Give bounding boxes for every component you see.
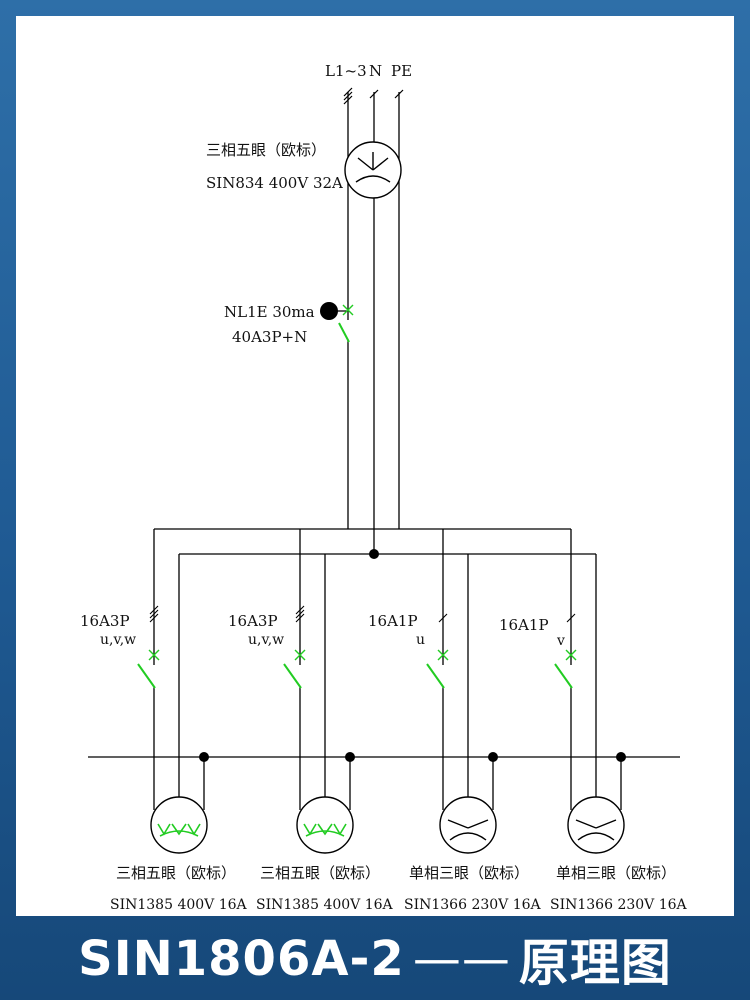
supply-label-n: N: [369, 62, 382, 80]
outlet-symbol-3: [439, 796, 497, 854]
outlet-spec: SIN1366 230V 16A: [550, 897, 688, 913]
outlet-name: 三相五眼（欧标）: [260, 864, 380, 882]
earth-junction-dot: [345, 752, 355, 762]
breaker-phases: u,v,w: [248, 632, 284, 648]
outlet-spec: SIN1385 400V 16A: [256, 897, 394, 913]
outlet-name: 单相三眼（欧标）: [556, 864, 676, 882]
earth-junction-dot: [488, 752, 498, 762]
branch-breaker-1: [137, 605, 160, 689]
footer-model: SIN1806A-2: [78, 931, 405, 987]
breaker-phases: u,v,w: [100, 632, 136, 648]
breaker-phases: u: [416, 632, 425, 648]
diagram-sheet: L1~3 N PE 三相五眼（欧标） SIN834 400V 32A NL1E …: [16, 16, 734, 916]
rcd-model: NL1E 30ma: [224, 303, 315, 321]
footer-title: SIN1806A-2 —— 原理图: [0, 918, 750, 1000]
inlet-socket-symbol: [344, 141, 402, 199]
inlet-spec: SIN834 400V 32A: [206, 174, 343, 192]
rcd-rating: 40A3P+N: [232, 328, 307, 346]
branch-breaker-3: [426, 613, 449, 689]
branch-breaker-2: [283, 605, 306, 689]
rcd-symbol: [320, 302, 354, 343]
inlet-name: 三相五眼（欧标）: [206, 141, 326, 159]
outlet-spec: SIN1385 400V 16A: [110, 897, 248, 913]
earth-junction-dot: [199, 752, 209, 762]
branch-breaker-4: [554, 613, 577, 689]
supply-label-pe: PE: [391, 62, 412, 80]
supply-conductor-ticks: [343, 87, 404, 105]
footer-title-text: 原理图: [518, 934, 672, 992]
breaker-rating: 16A1P: [499, 616, 549, 634]
outlet-name: 三相五眼（欧标）: [116, 864, 236, 882]
earth-junction-dot: [616, 752, 626, 762]
breaker-rating: 16A3P: [80, 612, 130, 630]
breaker-phases: v: [556, 633, 565, 649]
outlet-symbol-1: [150, 796, 208, 854]
footer-dash: ——: [412, 931, 511, 987]
supply-label-l: L1~3: [325, 62, 367, 80]
schematic-diagram: L1~3 N PE 三相五眼（欧标） SIN834 400V 32A NL1E …: [80, 62, 688, 913]
outlet-symbol-2: [296, 796, 354, 854]
outlet-spec: SIN1366 230V 16A: [404, 897, 542, 913]
breaker-rating: 16A3P: [228, 612, 278, 630]
breaker-rating: 16A1P: [368, 612, 418, 630]
outlet-symbol-4: [567, 796, 625, 854]
neutral-junction-dot: [369, 549, 379, 559]
outlet-name: 单相三眼（欧标）: [409, 864, 529, 882]
